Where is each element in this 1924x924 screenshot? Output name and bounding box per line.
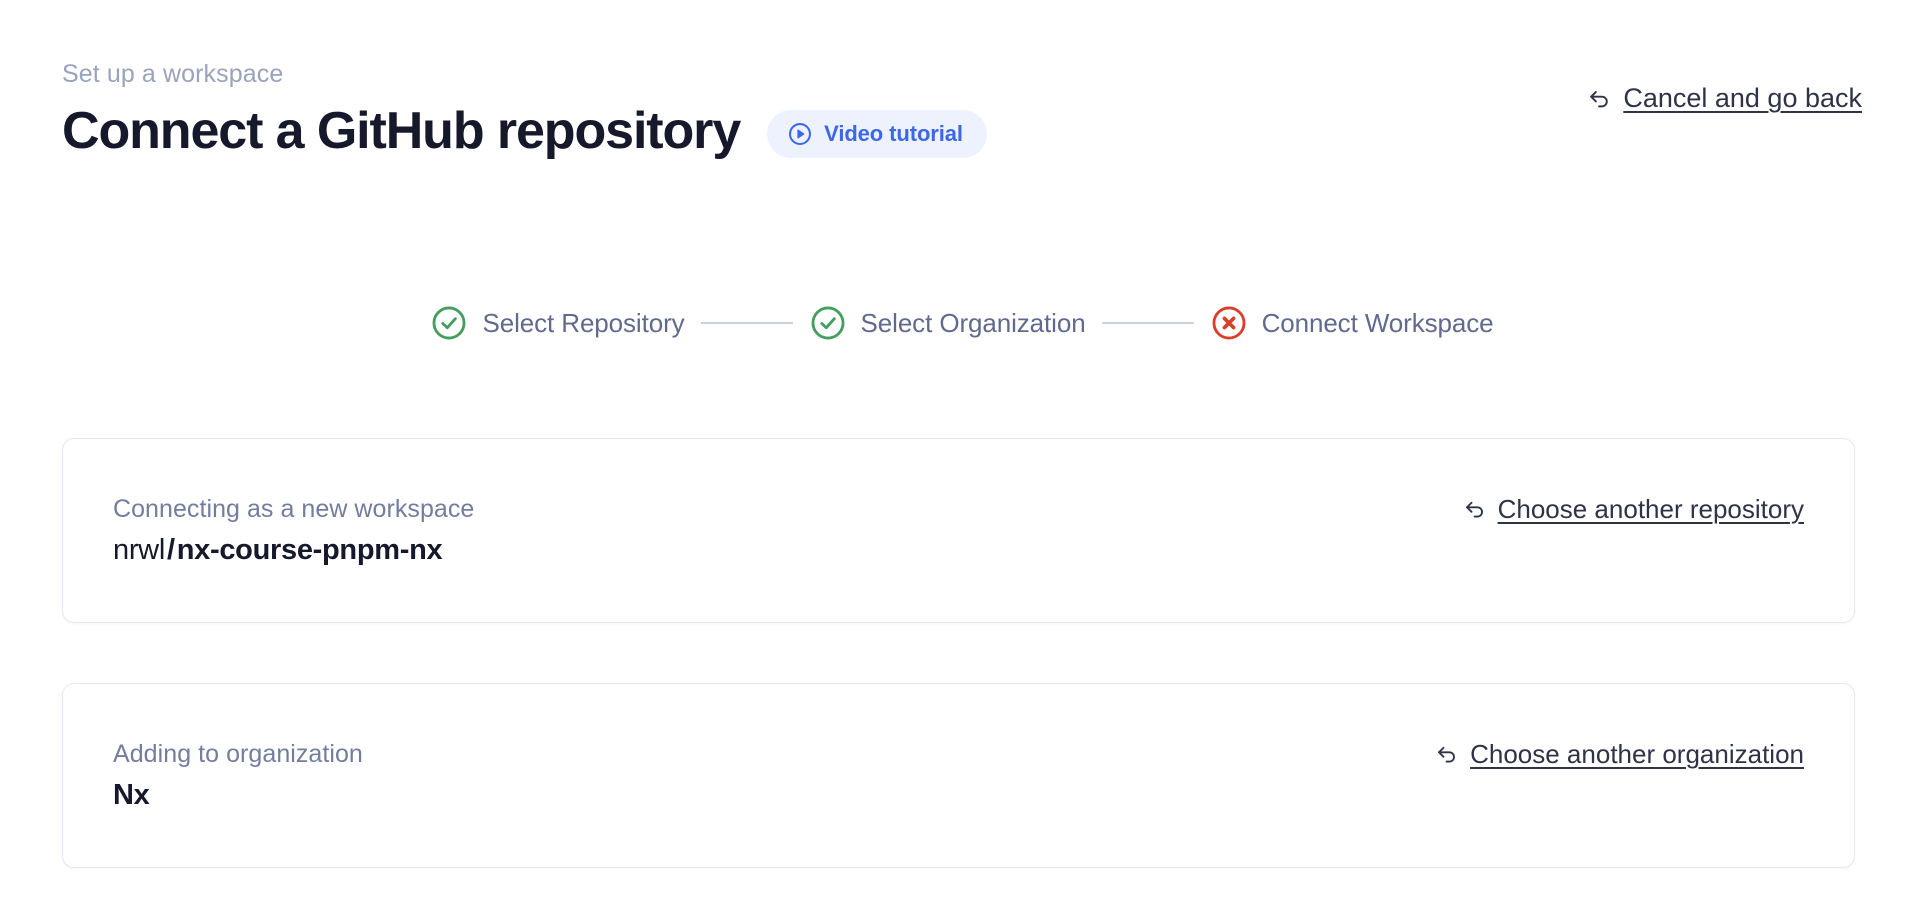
arrow-uturn-left-icon [1462, 496, 1488, 522]
repository-owner: nrwl [113, 534, 165, 566]
step-connector [1101, 322, 1194, 324]
choose-another-organization-label: Choose another organization [1470, 738, 1804, 769]
organization-card: Adding to organization Nx Choose another… [62, 683, 1855, 868]
video-tutorial-label: Video tutorial [824, 121, 963, 146]
check-circle-icon [430, 304, 468, 342]
cancel-and-go-back-label: Cancel and go back [1623, 83, 1862, 113]
x-circle-icon [1210, 304, 1248, 342]
step-label: Connect Workspace [1261, 308, 1494, 338]
step-select-repository[interactable]: Select Repository [430, 304, 685, 342]
arrow-uturn-left-icon [1434, 741, 1460, 767]
choose-another-organization-link[interactable]: Choose another organization [1434, 739, 1804, 769]
repository-card-caption: Connecting as a new workspace [113, 495, 475, 523]
choose-another-repository-label: Choose another repository [1497, 493, 1804, 524]
organization-card-text: Adding to organization Nx [113, 739, 363, 812]
page-eyebrow: Set up a workspace [62, 60, 284, 88]
step-connect-workspace[interactable]: Connect Workspace [1210, 304, 1494, 342]
repository-card-text: Connecting as a new workspace nrwl/nx-co… [113, 494, 474, 567]
step-label: Select Organization [860, 308, 1086, 338]
check-circle-icon [809, 304, 847, 342]
repository-separator: / [166, 534, 175, 566]
page-title: Connect a GitHub repository [62, 102, 741, 160]
video-tutorial-button[interactable]: Video tutorial [767, 110, 987, 158]
step-select-organization[interactable]: Select Organization [809, 304, 1086, 342]
repository-card-value: nrwl/nx-course-pnpm-nx [113, 533, 474, 567]
play-circle-icon [787, 121, 813, 147]
choose-another-repository-link[interactable]: Choose another repository [1462, 494, 1804, 524]
step-label: Select Repository [482, 308, 685, 338]
repository-card: Connecting as a new workspace nrwl/nx-co… [62, 438, 1855, 623]
step-connector [700, 322, 793, 324]
arrow-uturn-left-icon [1586, 85, 1613, 112]
organization-card-caption: Adding to organization [113, 740, 363, 768]
repository-name: nx-course-pnpm-nx [176, 534, 443, 566]
organization-card-value: Nx [113, 779, 150, 811]
title-row: Connect a GitHub repository Video tutori… [62, 100, 1862, 162]
progress-stepper: Select Repository Select Organization Co… [0, 304, 1924, 342]
cancel-and-go-back-link[interactable]: Cancel and go back [1586, 82, 1862, 114]
page-header: Set up a workspace Connect a GitHub repo… [62, 58, 1862, 162]
